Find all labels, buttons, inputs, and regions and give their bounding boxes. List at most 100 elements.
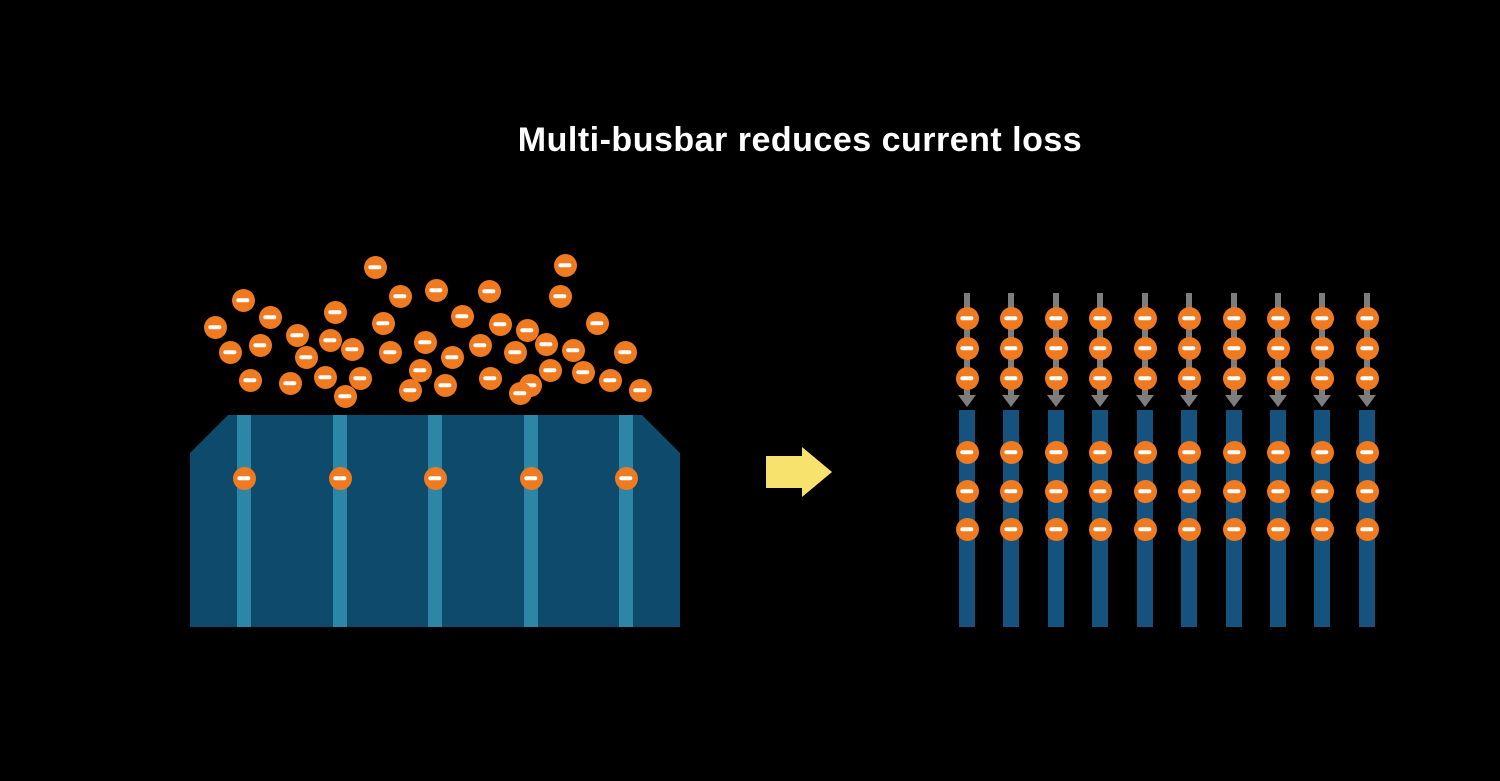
electron-icon xyxy=(285,323,309,347)
minus-icon xyxy=(1182,450,1196,454)
minus-icon xyxy=(1182,527,1196,531)
busbar-stripe xyxy=(428,415,442,627)
electron-icon xyxy=(955,517,979,541)
electron-icon xyxy=(1310,366,1334,390)
electron-icon xyxy=(1355,366,1379,390)
busbar-stripe xyxy=(237,415,251,627)
minus-icon xyxy=(1315,376,1329,380)
minus-icon xyxy=(376,321,390,325)
minus-icon xyxy=(1227,489,1241,493)
minus-icon xyxy=(1093,450,1107,454)
electron-icon xyxy=(424,278,448,302)
electron-icon xyxy=(1310,479,1334,503)
electron-icon xyxy=(955,306,979,330)
electron-icon xyxy=(348,366,372,390)
minus-icon xyxy=(1138,346,1152,350)
minus-icon xyxy=(590,321,604,325)
minus-icon xyxy=(1360,346,1374,350)
electron-icon xyxy=(232,466,256,490)
minus-icon xyxy=(1049,489,1063,493)
minus-icon xyxy=(603,378,617,382)
minus-icon xyxy=(1182,346,1196,350)
current-arrow-head xyxy=(1136,395,1154,407)
electron-icon xyxy=(1310,440,1334,464)
electron-icon xyxy=(294,345,318,369)
electron-icon xyxy=(328,466,352,490)
minus-icon xyxy=(1360,316,1374,320)
minus-icon xyxy=(520,328,534,332)
electron-icon xyxy=(1266,366,1290,390)
minus-icon xyxy=(253,343,267,347)
diagram-title: Multi-busbar reduces current loss xyxy=(517,121,1083,159)
electron-icon xyxy=(1177,336,1201,360)
minus-icon xyxy=(299,355,313,359)
electron-icon xyxy=(1177,517,1201,541)
minus-icon xyxy=(383,350,397,354)
electron-icon xyxy=(1310,306,1334,330)
busbar-stripe xyxy=(524,415,538,627)
minus-icon xyxy=(543,368,557,372)
electron-icon xyxy=(423,466,447,490)
minus-icon xyxy=(1227,376,1241,380)
electron-icon xyxy=(613,340,637,364)
minus-icon xyxy=(403,388,417,392)
electron-icon xyxy=(1355,517,1379,541)
minus-icon xyxy=(539,342,553,346)
electron-icon xyxy=(371,311,395,335)
minus-icon xyxy=(960,489,974,493)
electron-icon xyxy=(1044,366,1068,390)
electron-icon xyxy=(614,466,638,490)
electron-icon xyxy=(999,517,1023,541)
minus-icon xyxy=(1271,346,1285,350)
minus-icon xyxy=(1004,346,1018,350)
electron-icon xyxy=(1088,479,1112,503)
minus-icon xyxy=(455,314,469,318)
electron-icon xyxy=(1222,479,1246,503)
electron-icon xyxy=(1266,336,1290,360)
electron-icon xyxy=(999,306,1023,330)
minus-icon xyxy=(619,476,633,480)
electron-icon xyxy=(955,366,979,390)
minus-icon xyxy=(1093,527,1107,531)
minus-icon xyxy=(566,348,580,352)
minus-icon xyxy=(960,346,974,350)
minus-icon xyxy=(333,476,347,480)
electron-icon xyxy=(323,300,347,324)
minus-icon xyxy=(473,343,487,347)
electron-icon xyxy=(258,305,282,329)
minus-icon xyxy=(553,294,567,298)
minus-icon xyxy=(1093,376,1107,380)
busbar-stripe xyxy=(333,415,347,627)
electron-icon xyxy=(1044,479,1068,503)
electron-icon xyxy=(231,288,255,312)
electron-icon xyxy=(388,284,412,308)
minus-icon xyxy=(1049,450,1063,454)
minus-icon xyxy=(1360,376,1374,380)
minus-icon xyxy=(328,310,342,314)
minus-icon xyxy=(1049,346,1063,350)
electron-icon xyxy=(1222,306,1246,330)
electron-icon xyxy=(999,366,1023,390)
electron-icon xyxy=(1310,336,1334,360)
minus-icon xyxy=(223,350,237,354)
electron-icon xyxy=(1266,517,1290,541)
minus-icon xyxy=(1138,489,1152,493)
minus-icon xyxy=(1093,346,1107,350)
minus-icon xyxy=(1315,527,1329,531)
minus-icon xyxy=(513,391,527,395)
minus-icon xyxy=(413,368,427,372)
current-arrow-head xyxy=(1269,395,1287,407)
minus-icon xyxy=(1138,316,1152,320)
current-arrow-head xyxy=(1002,395,1020,407)
electron-icon xyxy=(1044,336,1068,360)
electron-icon xyxy=(1222,517,1246,541)
flow-arrow-head xyxy=(802,447,832,497)
electron-icon xyxy=(248,333,272,357)
minus-icon xyxy=(483,376,497,380)
electron-icon xyxy=(1088,306,1112,330)
electron-icon xyxy=(1088,440,1112,464)
minus-icon xyxy=(290,333,304,337)
electron-icon xyxy=(955,440,979,464)
electron-icon xyxy=(1044,440,1068,464)
minus-icon xyxy=(1182,376,1196,380)
